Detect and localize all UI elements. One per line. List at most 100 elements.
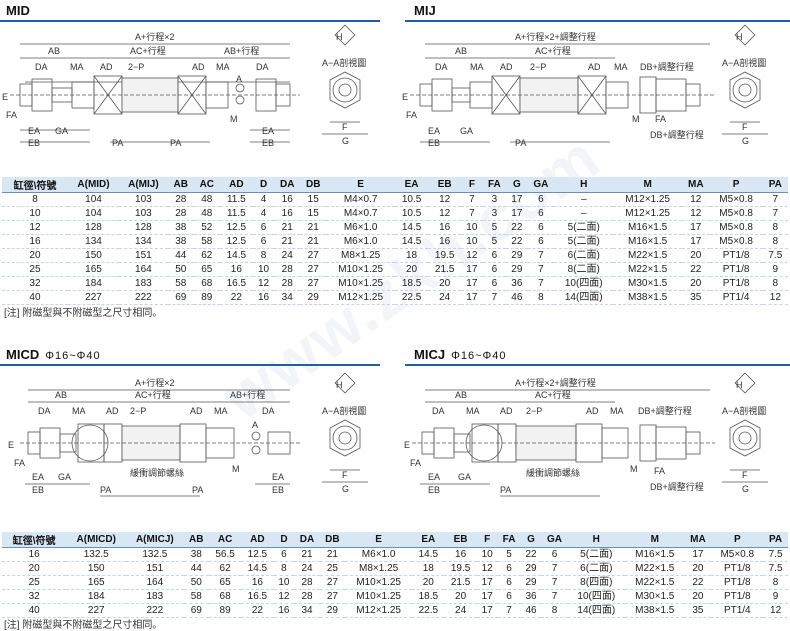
table-cell: PT1/4 <box>711 603 764 618</box>
table-cell: 17 <box>476 575 498 590</box>
table-cell: 29 <box>506 248 528 263</box>
column-header: PA <box>763 532 788 548</box>
table-cell: M10×1.25 <box>326 276 396 291</box>
table-cell: 12 <box>428 192 462 207</box>
dim-ea-right: EA <box>272 472 284 482</box>
table-cell: 8 <box>763 575 788 590</box>
table-cell: 89 <box>208 603 242 618</box>
section-subtitle-micd: Φ16~Φ40 <box>45 350 101 362</box>
table-cell: 38 <box>167 220 194 235</box>
dim-ad: AD <box>100 62 113 72</box>
table-cell: M30×1.5 <box>613 276 682 291</box>
table-cell: 22 <box>684 575 712 590</box>
table-cell: 150 <box>66 561 127 576</box>
table-cell: 8 <box>762 234 788 249</box>
table-cell: 128 <box>119 220 168 235</box>
table-cell: 16.5 <box>241 589 274 604</box>
dim-m: M <box>632 114 640 124</box>
table-cell: 21.5 <box>428 262 462 277</box>
dim-f: F <box>342 470 348 480</box>
table-cell: 4 <box>252 206 275 221</box>
table-cell: 22 <box>241 603 274 618</box>
table-cell: 7 <box>497 603 521 618</box>
table-cell: 5 <box>497 547 521 562</box>
table-cell: 65 <box>193 262 220 277</box>
dim-eb: EB <box>32 485 44 495</box>
table-cell: 12.5 <box>219 234 253 249</box>
table-cell: 21.5 <box>444 575 477 590</box>
dim-da-right: DA <box>262 406 275 416</box>
table-cell: 6 <box>527 220 555 235</box>
table-cell: 8 <box>541 603 568 618</box>
table-cell: 69 <box>183 603 209 618</box>
dim-e: E <box>2 92 8 102</box>
section-title-mid: MID <box>2 2 34 20</box>
table-cell: 7 <box>461 192 483 207</box>
table-cell: 28 <box>274 262 301 277</box>
table-cell: 48 <box>193 206 220 221</box>
column-header: EA <box>395 177 429 193</box>
dim-ab: AB <box>455 46 467 56</box>
table-cell: 32 <box>2 589 67 604</box>
column-header: FA <box>497 532 521 548</box>
dim-fa-right: FA <box>654 466 665 476</box>
table-cell: 7 <box>541 589 568 604</box>
table-cell: 6(二面) <box>567 561 626 576</box>
table-cell: 165 <box>67 262 120 277</box>
table-cell: 10(四面) <box>554 276 614 291</box>
table-cell: 12.5 <box>219 220 253 235</box>
column-header: AC <box>208 532 242 548</box>
table-cell: 11.5 <box>219 206 253 221</box>
table-cell: 20 <box>412 575 445 590</box>
dim-ga: GA <box>55 126 68 136</box>
table-cell: 20 <box>684 589 712 604</box>
dim-ma: MA <box>72 406 86 416</box>
section-title-micd-text: MICD <box>6 347 40 362</box>
table-cell: 38 <box>183 547 209 562</box>
table-cell: 5(二面) <box>554 220 614 235</box>
dim-m: M <box>230 114 238 124</box>
table-cell: 27 <box>300 262 327 277</box>
table-cell: 12 <box>2 220 68 235</box>
dim-ea: EA <box>428 126 440 136</box>
table-cell: PT1/8 <box>711 575 764 590</box>
dim-a-stroke-x2-adj: A+行程×2+調整行程 <box>515 377 596 388</box>
column-header: DB <box>300 177 327 193</box>
dim-ma-right: MA <box>216 62 230 72</box>
column-header: 缸徑\符號 <box>2 177 68 193</box>
table-cell: 6 <box>527 234 555 249</box>
column-header: P <box>711 532 764 548</box>
table-cell: M8×1.25 <box>326 248 396 263</box>
dim-pa-right: PA <box>170 138 181 148</box>
dim-da: DA <box>35 62 48 72</box>
section-view-label: A−A剖視圖 <box>722 405 766 416</box>
table-cell: M16×1.5 <box>613 234 682 249</box>
column-header: AB <box>183 532 209 548</box>
table-cell: 16 <box>274 206 301 221</box>
table-cell: 17 <box>682 234 710 249</box>
section-title-mij: MIJ <box>410 2 440 20</box>
table-cell: 16 <box>241 575 274 590</box>
table-cell: 22 <box>219 290 253 305</box>
table-cell: 29 <box>506 262 528 277</box>
dim-a-stroke-x2-adj: A+行程×2+調整行程 <box>515 31 596 42</box>
dim-ad: AD <box>106 406 119 416</box>
table-cell: 19.5 <box>428 248 462 263</box>
table-cell: 21 <box>294 547 320 562</box>
dim-pa: PA <box>112 138 123 148</box>
dim-f: F <box>742 122 748 132</box>
table-cell: 28 <box>274 276 301 291</box>
section-underline-mid <box>0 20 380 22</box>
column-header: E <box>326 177 396 193</box>
dim-2p: 2−P <box>128 62 144 72</box>
table-cell: 6 <box>527 192 555 207</box>
table-cell: 16 <box>2 547 67 562</box>
table-cell: 22 <box>506 220 528 235</box>
table-cell: M5×0.8 <box>709 234 763 249</box>
table-cell: 6 <box>497 561 521 576</box>
table-cell: 68 <box>208 589 242 604</box>
column-header: 缸徑\符號 <box>2 532 67 548</box>
